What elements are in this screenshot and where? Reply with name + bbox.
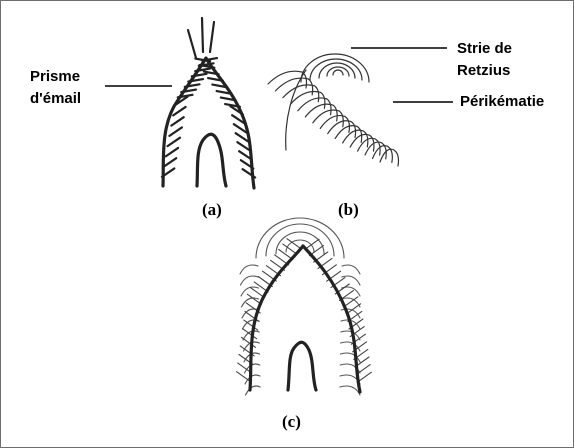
label-strie-line2: Retzius [457,60,512,82]
panel-c-combined-view [237,218,372,395]
incremental-arc [340,386,360,395]
perikymata-outline [286,70,306,150]
retzius-stria-arcs [301,54,369,82]
perikymata-ridge [380,149,399,166]
panel-c-pulp-chamber [288,342,316,390]
label-strie-retzius: Strie de Retzius [457,38,512,82]
prism-line [250,287,264,297]
incremental-arc [240,265,258,274]
incremental-arc [342,287,360,296]
enamel-prism-line [173,107,185,115]
enamel-prism-line [202,18,203,52]
enamel-prism-line [169,127,181,135]
label-strie-line1: Strie de [457,38,512,60]
panel-c-tooth-outline [250,246,360,392]
panel-label-c: (c) [282,412,301,432]
incremental-arc [241,276,259,285]
perikymata-ridge [335,126,362,143]
panel-b-retzius-striae [268,54,399,166]
prism-line [305,239,319,249]
perikymata-ridge [328,121,356,138]
panel-a-tooth-with-prisms [162,18,255,188]
panel-label-a: (a) [202,200,222,220]
label-prisme-line1: Prisme [30,66,81,88]
perikymata-ridge [320,116,349,133]
panel-label-b: (b) [338,200,359,220]
retzius-stria-arc [301,54,369,82]
enamel-prism-lines [162,18,255,178]
perikymata-ridge [313,110,344,127]
enamel-prism-line [168,138,180,146]
perikymata-ridges [268,70,399,166]
prism-line [283,244,297,254]
enamel-prism-line [171,117,183,125]
perikymata-ridge [298,98,331,115]
prism-line [237,372,251,382]
retzius-stria-arc [333,70,343,75]
perikymata-ridge [373,146,393,163]
enamel-prism-line [236,133,248,141]
enamel-prism-line [237,142,249,150]
incremental-arc [246,386,261,395]
enamel-prism-line [166,148,178,156]
perikymata-ridge [305,104,337,121]
panel-a-pulp-chamber [197,134,226,186]
enamel-prism-line [188,30,196,58]
incremental-arc [341,342,360,351]
incremental-arc [342,265,360,274]
enamel-prism-line [164,158,176,166]
label-perikematie: Périkématie [460,91,544,113]
retzius-stria-arc [310,59,362,80]
label-prisme-email: Prisme d'émail [30,66,81,110]
incremental-arc [341,331,360,340]
retzius-stria-arc [327,67,349,76]
enamel-prism-line [210,22,214,52]
label-prisme-line2: d'émail [30,88,81,110]
